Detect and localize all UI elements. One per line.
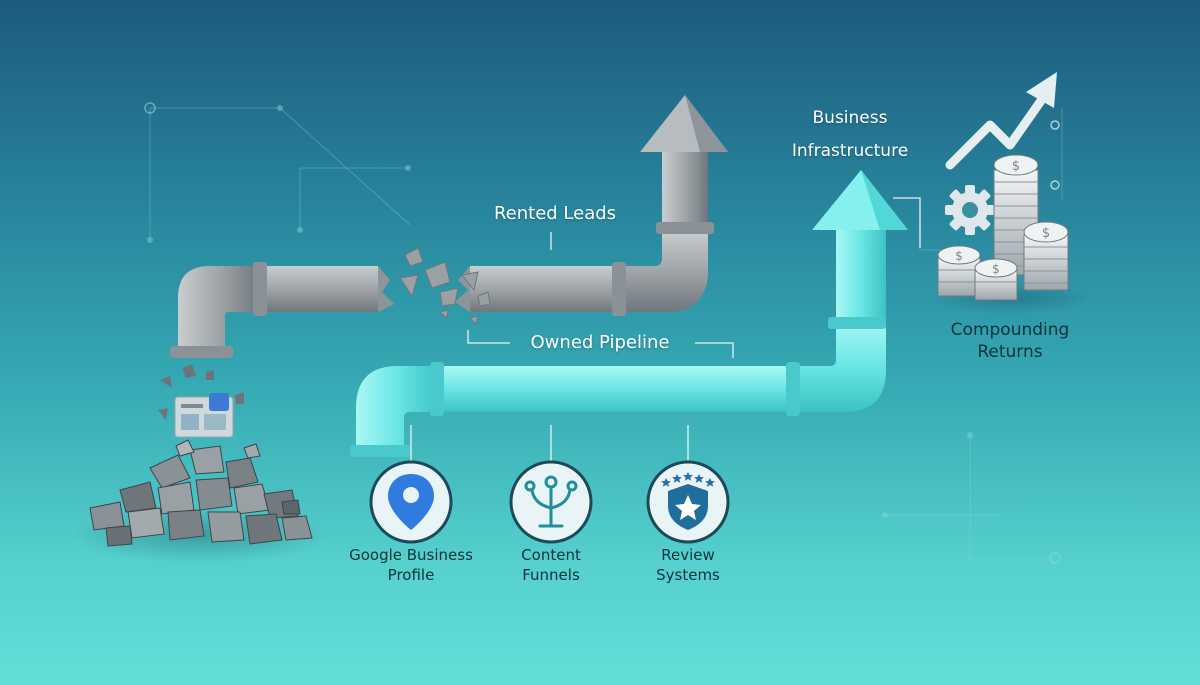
growth-arrow-icon <box>945 72 1057 170</box>
gear-icon <box>945 185 995 235</box>
infrastructure-label: Infrastructure <box>791 141 909 161</box>
circuit-lines <box>149 107 1063 561</box>
feature-label-line1: Google Business <box>349 546 473 564</box>
business-label: Business <box>812 108 888 128</box>
pipe-fragments <box>399 247 491 325</box>
feature-label-google-business-profile: Google Business Profile <box>336 545 486 585</box>
svg-text:$: $ <box>955 249 963 263</box>
rubble-pile <box>89 439 313 547</box>
feature-review-systems <box>646 460 730 544</box>
feature-content-funnels <box>509 460 593 544</box>
feature-label-line2: Systems <box>656 566 720 584</box>
coin-stacks-icon: $ $ $ $ <box>937 154 1069 301</box>
circuit-nodes <box>144 102 1061 564</box>
rented-leads-label: Rented Leads <box>493 203 617 224</box>
owned-pipeline-label: Owned Pipeline <box>530 332 670 353</box>
feature-label-line1: Review <box>661 546 715 564</box>
returns-label: Returns <box>977 342 1043 362</box>
svg-text:$: $ <box>1042 226 1050 241</box>
label-connectors <box>410 197 921 462</box>
feature-label-line1: Content <box>521 546 581 564</box>
id-card <box>174 393 234 438</box>
feature-label-line2: Profile <box>387 566 435 584</box>
star-shield-icon <box>661 472 715 530</box>
falling-debris <box>158 364 244 420</box>
feature-label-line2: Funnels <box>522 566 580 584</box>
feature-label-review-systems: Review Systems <box>613 545 763 585</box>
svg-text:$: $ <box>992 262 1000 276</box>
rented-leads-pipe <box>170 95 728 358</box>
map-pin-icon <box>388 474 434 530</box>
svg-text:$: $ <box>1012 159 1020 174</box>
feature-label-content-funnels: Content Funnels <box>476 545 626 585</box>
compounding-label: Compounding <box>950 320 1070 340</box>
owned-pipeline-pipe <box>350 170 908 457</box>
feature-google-business-profile <box>369 460 453 544</box>
funnel-tree-icon <box>524 475 578 528</box>
